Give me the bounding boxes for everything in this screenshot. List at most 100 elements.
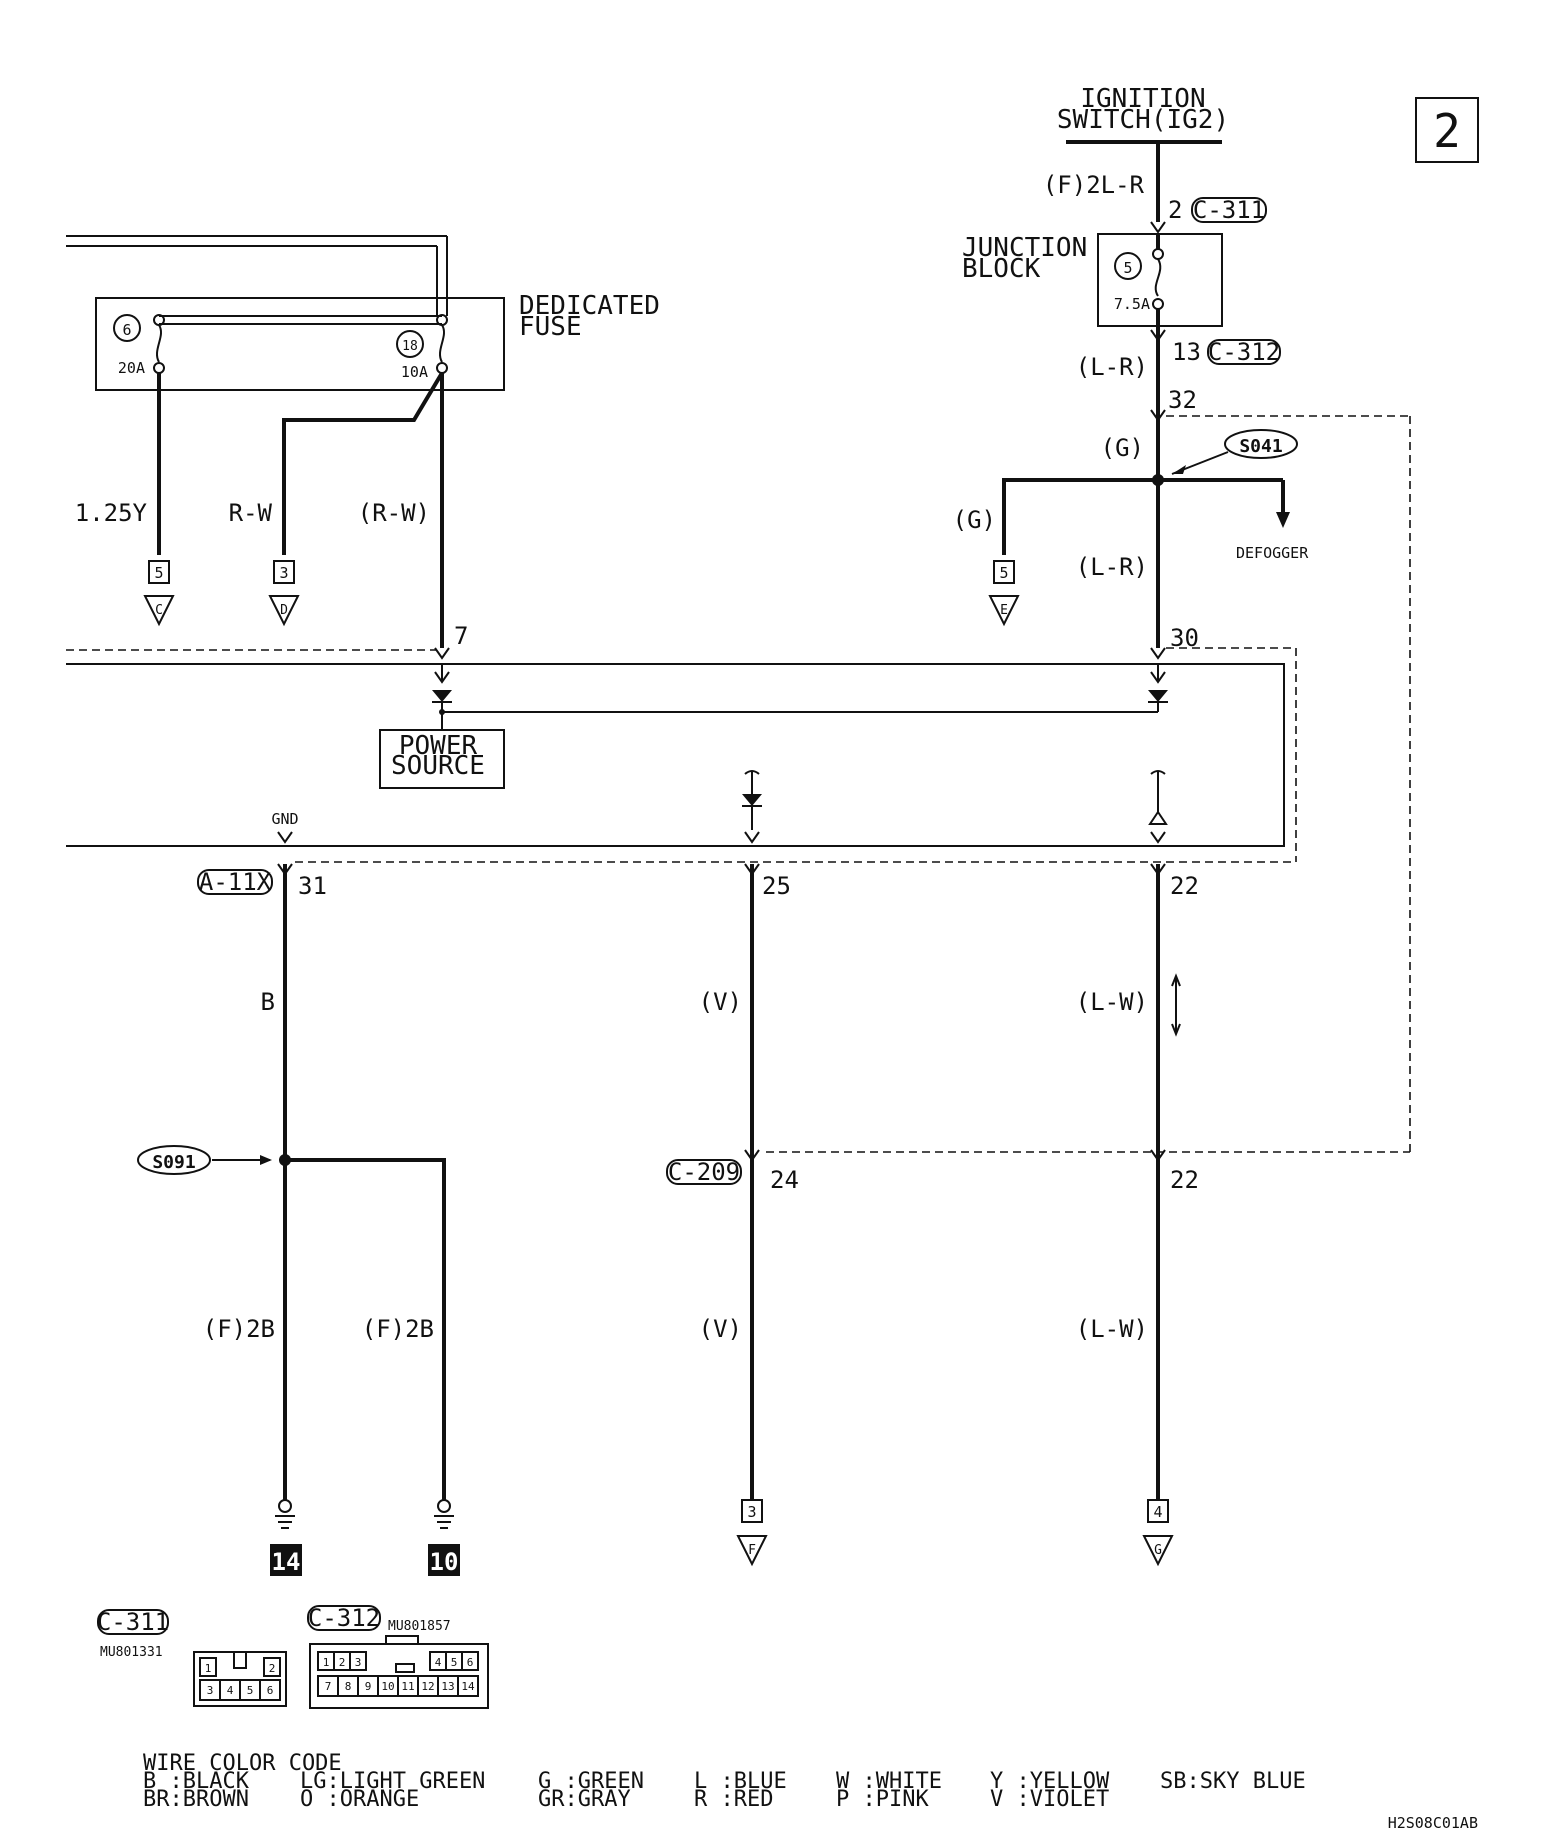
pin-24: 24: [770, 1166, 799, 1194]
svg-text:20A: 20A: [118, 359, 145, 377]
svg-text:SB:SKY BLUE: SB:SKY BLUE: [1160, 1769, 1306, 1794]
page-number-text: 2: [1433, 104, 1461, 158]
svg-text:18: 18: [402, 339, 418, 354]
svg-text:C-209: C-209: [668, 1158, 740, 1186]
svg-text:C-312: C-312: [308, 1604, 380, 1632]
connector-a11x-tag: A-11X: [197, 868, 273, 896]
connector-c312-tag: C-312: [1207, 338, 1281, 366]
connector-view-c312: C-312 MU801857 1 2 3 4 5 6 7 8 9 1: [307, 1604, 489, 1709]
svg-text:5: 5: [247, 1684, 254, 1697]
wire-label-lw2: (L-W): [1076, 1315, 1148, 1343]
connector-view-c311: C-311 MU801331 1 2 3 4 5 6: [97, 1608, 287, 1707]
svg-text:11: 11: [401, 1680, 414, 1693]
page-number: 2: [1415, 97, 1479, 163]
connector-c209-tag: C-209: [666, 1158, 742, 1186]
svg-text:2: 2: [339, 1656, 346, 1669]
wire-label-lr-lower: (L-R): [1076, 553, 1148, 581]
svg-text:C: C: [155, 603, 163, 618]
wire-label-lw: (L-W): [1076, 988, 1148, 1016]
dedicated-fuse: DEDICATED FUSE 6 18 20A 10A: [66, 235, 660, 391]
svg-text:4: 4: [435, 1656, 442, 1669]
svg-text:POWER: POWER: [399, 731, 478, 761]
wire-label-g-branch: (G): [953, 506, 996, 534]
splice-s041: S041: [1171, 429, 1298, 475]
wire-label-ign-out: (F)2L-R: [1043, 171, 1145, 199]
offpage-g: 4 G: [1142, 1499, 1174, 1567]
svg-text:C-312: C-312: [1208, 338, 1280, 366]
wire-label-b: B: [261, 988, 275, 1016]
pin-2: 2: [1168, 196, 1182, 224]
offpage-d: 3 D: [268, 560, 300, 627]
svg-text:R :RED: R :RED: [694, 1787, 773, 1812]
svg-text:3: 3: [747, 1503, 756, 1521]
pin-32: 32: [1168, 386, 1197, 414]
svg-text:10: 10: [430, 1548, 459, 1576]
wire-color-legend: WIRE COLOR CODE B :BLACK BR:BROWN LG:LIG…: [143, 1751, 1306, 1812]
svg-text:O :ORANGE: O :ORANGE: [300, 1787, 419, 1812]
svg-text:14: 14: [461, 1680, 475, 1693]
wire-label-rw2: (R-W): [358, 499, 430, 527]
offpage-c: 5 C: [143, 560, 175, 627]
legend-title: WIRE COLOR CODE: [143, 1751, 342, 1776]
wire-label-jb-out: (L-R): [1076, 353, 1148, 381]
svg-text:5: 5: [451, 1656, 458, 1669]
pin-31: 31: [298, 872, 327, 900]
svg-text:6: 6: [467, 1656, 474, 1669]
wire-label-f2b-1: (F)2B: [203, 1315, 275, 1343]
svg-text:5: 5: [1123, 259, 1132, 277]
ignition-switch: IGNITION SWITCH(IG2): [1057, 84, 1229, 144]
wire-label-v: (V): [699, 988, 742, 1016]
svg-text:GR:GRAY: GR:GRAY: [538, 1787, 631, 1812]
junction-block-rating: 7.5A: [1114, 295, 1150, 313]
svg-text:12: 12: [421, 1680, 434, 1693]
svg-text:C-311: C-311: [1193, 196, 1265, 224]
wire-label-rw: R-W: [229, 499, 273, 527]
defogger-arrow-icon: [1276, 512, 1290, 528]
svg-text:8: 8: [345, 1680, 352, 1693]
svg-text:1: 1: [323, 1656, 330, 1669]
wire-label-g-main: (G): [1101, 434, 1144, 462]
wire-label-v2: (V): [699, 1315, 742, 1343]
pin-7: 7: [454, 622, 468, 650]
ground-14: 14: [270, 1499, 302, 1576]
svg-text:BR:BROWN: BR:BROWN: [143, 1787, 249, 1812]
fuse-icon: [1154, 258, 1162, 297]
svg-text:4: 4: [227, 1684, 234, 1697]
svg-text:B :BLACK: B :BLACK: [143, 1769, 250, 1794]
svg-text:7: 7: [325, 1680, 332, 1693]
junction-block-line1: JUNCTION: [962, 233, 1087, 263]
svg-text:W :WHITE: W :WHITE: [836, 1769, 942, 1794]
svg-text:9: 9: [365, 1680, 372, 1693]
svg-text:5: 5: [999, 564, 1008, 582]
svg-text:G :GREEN: G :GREEN: [538, 1769, 644, 1794]
svg-text:C-311: C-311: [97, 1608, 169, 1636]
ignition-switch-line2: SWITCH(IG2): [1057, 105, 1229, 135]
bidirectional-arrow-icon: [1171, 973, 1181, 1037]
svg-text:1: 1: [205, 1662, 212, 1675]
dedicated-fuse-line1: DEDICATED: [519, 291, 660, 321]
svg-text:13: 13: [441, 1680, 454, 1693]
svg-text:E: E: [1000, 603, 1008, 618]
ground-10: 10: [428, 1499, 460, 1576]
svg-text:MU801331: MU801331: [100, 1645, 163, 1660]
svg-text:LG:LIGHT GREEN: LG:LIGHT GREEN: [300, 1769, 485, 1794]
wire-label-125y: 1.25Y: [75, 499, 148, 527]
svg-text:4: 4: [1153, 1503, 1162, 1521]
pin-13: 13: [1172, 338, 1201, 366]
svg-text:Y :YELLOW: Y :YELLOW: [990, 1769, 1110, 1794]
svg-text:L :BLUE: L :BLUE: [694, 1769, 787, 1794]
svg-text:G: G: [1154, 1543, 1162, 1558]
svg-text:SOURCE: SOURCE: [391, 751, 485, 781]
svg-text:6: 6: [122, 321, 131, 339]
svg-text:S041: S041: [1239, 436, 1282, 457]
svg-text:3: 3: [207, 1684, 214, 1697]
svg-text:P :PINK: P :PINK: [836, 1787, 929, 1812]
gnd-label: GND: [271, 810, 298, 828]
offpage-f: 3 F: [736, 1499, 768, 1567]
drawing-code: H2S08C01AB: [1388, 1814, 1478, 1832]
svg-text:10A: 10A: [401, 363, 428, 381]
svg-text:MU801857: MU801857: [388, 1619, 451, 1634]
offpage-e: 5 E: [988, 560, 1020, 627]
ignition-switch-line1: IGNITION: [1080, 84, 1205, 114]
